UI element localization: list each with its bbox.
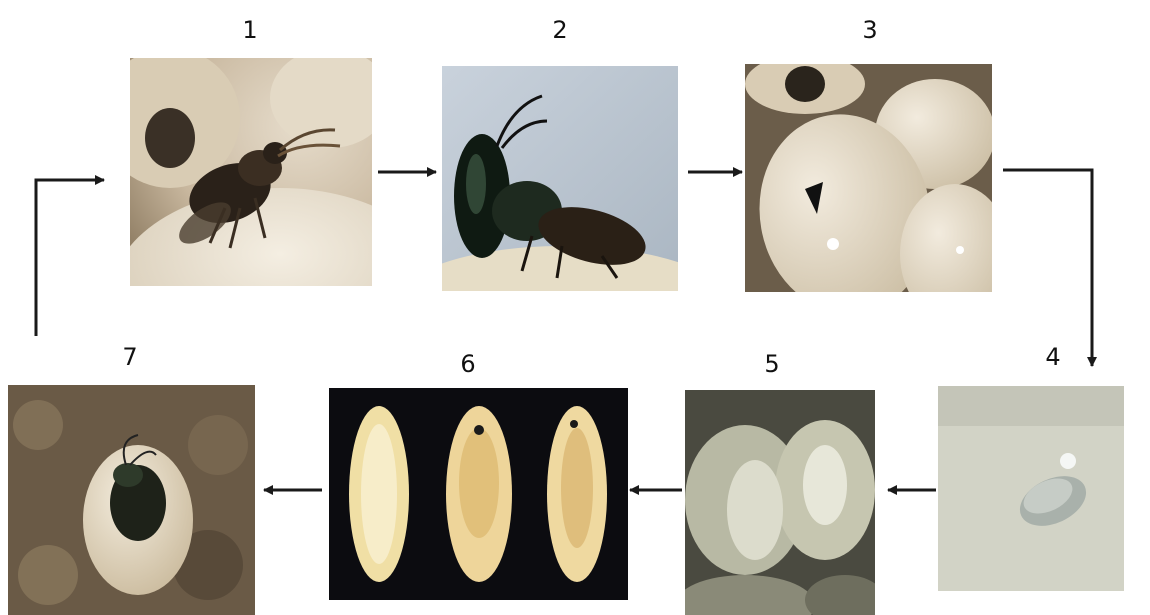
stage-number-4: 4 [1045,345,1060,369]
arrow-3-to-4 [1003,170,1092,366]
stage-7-photo [8,385,255,615]
stage-5-photo [685,390,875,615]
arrow-7-to-1 [36,180,104,336]
stage-3-photo [745,64,992,292]
stage-number-3: 3 [862,18,877,42]
stage-6-photo [329,388,628,600]
stage-1-photo [130,58,372,286]
stage-number-2: 2 [552,18,567,42]
stage-number-5: 5 [764,352,779,376]
stage-number-1: 1 [242,18,257,42]
stage-number-6: 6 [460,352,475,376]
stage-4-photo [938,386,1124,591]
stage-2-photo [442,66,678,291]
stage-number-7: 7 [122,345,137,369]
